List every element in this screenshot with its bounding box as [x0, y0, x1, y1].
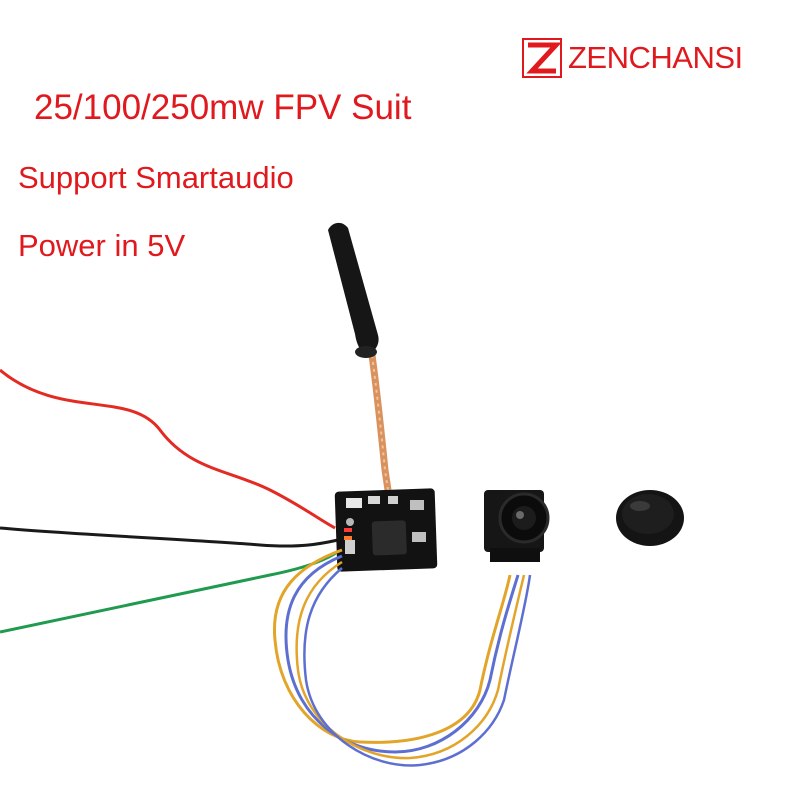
- product-headline: 25/100/250mw FPV Suit: [34, 88, 412, 127]
- antenna-whip: [328, 222, 379, 353]
- red-wire: [0, 368, 336, 530]
- feature-smartaudio: Support Smartaudio: [18, 160, 294, 195]
- yellow-wire: [272, 548, 512, 744]
- brand-logo: ZENCHANSI: [522, 38, 743, 78]
- antenna-cable: [368, 354, 392, 491]
- feature-power: Power in 5V: [18, 228, 186, 263]
- green-wire: [0, 548, 341, 634]
- black-wire: [0, 526, 339, 548]
- zenchansi-logo-icon: [522, 38, 562, 78]
- brand-name: ZENCHANSI: [568, 40, 743, 75]
- blue-wire: [284, 554, 520, 754]
